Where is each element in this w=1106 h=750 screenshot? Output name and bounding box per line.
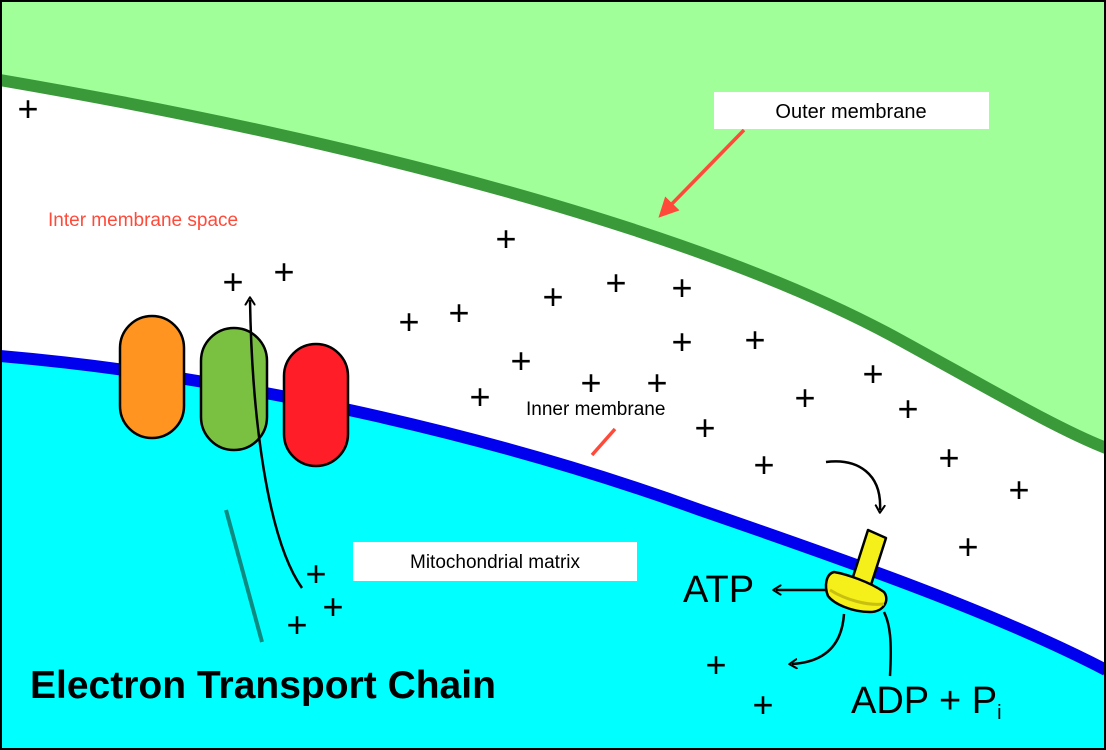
proton-plus: + (605, 262, 626, 303)
proton-plus: + (744, 319, 765, 360)
proton-plus: + (322, 586, 343, 627)
proton-plus: + (222, 261, 243, 302)
proton-plus: + (305, 553, 326, 594)
proton-plus: + (671, 267, 692, 308)
proton-plus: + (646, 362, 667, 403)
proton-plus: + (580, 362, 601, 403)
inner-membrane (0, 350, 1106, 676)
proton-plus: + (957, 526, 978, 567)
proton-exit-arrow (792, 613, 846, 664)
proton-plus: + (694, 407, 715, 448)
atp-synthase-icon (824, 528, 888, 614)
proton-plus: + (542, 276, 563, 317)
inner-membrane-label: Inner membrane (526, 399, 665, 420)
matrix-label: Mitochondrial matrix (410, 552, 580, 573)
proton-plus: + (753, 444, 774, 485)
outer-membrane-label: Outer membrane (775, 101, 926, 123)
intermembrane-space-label: Inter membrane space (48, 210, 238, 231)
title-pointer-line (224, 509, 264, 643)
diagram-title: Electron Transport Chain (30, 664, 496, 707)
proton-plus: + (469, 376, 490, 417)
proton-plus: + (705, 644, 726, 685)
proton-plus: + (448, 292, 469, 333)
proton-plus: + (510, 340, 531, 381)
proton-plus: + (671, 321, 692, 362)
proton-plus: + (897, 388, 918, 429)
adp-pi-label: ADP + Pi (851, 680, 1002, 724)
proton-plus: + (398, 301, 419, 342)
proton-group: ++++++++++++++++++++++++++++ (17, 88, 1029, 725)
proton-plus: + (273, 251, 294, 292)
curved-arrow-icon (250, 300, 304, 589)
proton-plus: + (862, 353, 883, 394)
adp-input-line (882, 611, 892, 677)
outer-membrane-label-box (714, 92, 989, 129)
proton-plus: + (1008, 469, 1029, 510)
atp-label: ATP (683, 569, 754, 611)
proton-plus: + (752, 684, 773, 725)
protein-complex-red (282, 342, 350, 468)
protein-complex-green (199, 326, 269, 452)
proton-plus: + (286, 604, 307, 645)
proton-plus: + (495, 218, 516, 259)
proton-plus: + (794, 377, 815, 418)
proton-plus: + (17, 88, 38, 129)
red-line-icon (590, 427, 617, 457)
protein-complex-orange (118, 314, 186, 440)
proton-entry-arrow (825, 460, 880, 510)
proton-plus: + (938, 437, 959, 478)
outer-membrane (0, 74, 1106, 454)
red-arrow-icon (658, 128, 746, 218)
matrix-label-box (353, 542, 637, 581)
